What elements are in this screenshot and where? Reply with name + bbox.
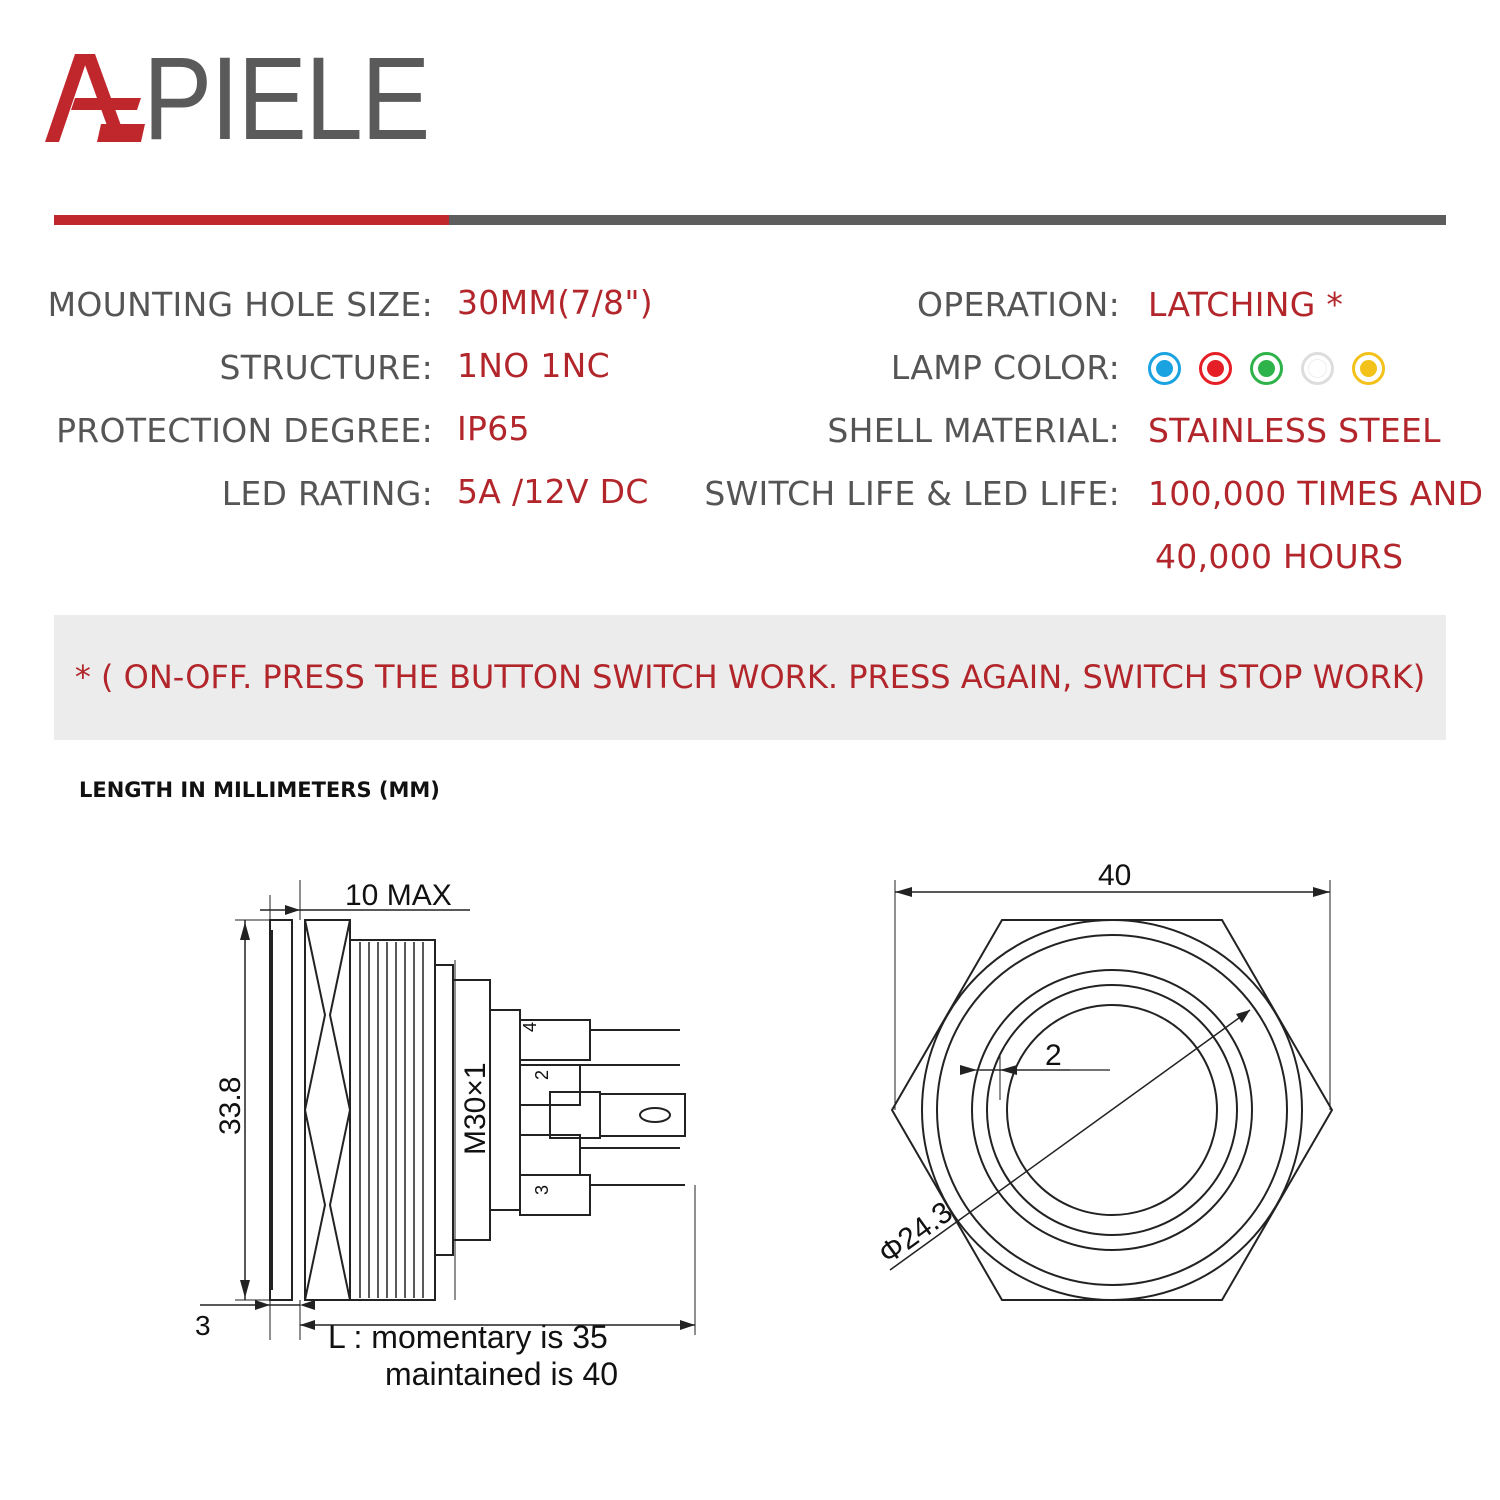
pin-label-3: 3	[532, 1185, 552, 1195]
pin-label-4: 4	[520, 1022, 540, 1032]
dim-33-8: 33.8	[214, 1077, 247, 1135]
spec-value-led-rating: 5A /12V DC	[457, 472, 649, 511]
spec-label-mounting-hole: MOUNTING HOLE SIZE:	[47, 285, 433, 324]
pin-label-2: 2	[532, 1070, 552, 1080]
lamp-color-green	[1250, 352, 1283, 385]
spec-label-protection: PROTECTION DEGREE:	[56, 411, 433, 450]
spec-value-shell-material: STAINLESS STEEL	[1148, 411, 1441, 450]
spec-value-life-line1: 100,000 TIMES AND	[1148, 474, 1484, 513]
side-view-drawing: 10 MAX 33.8 M30×1 3 L : momentary is 35 …	[195, 879, 696, 1392]
spec-label-led-rating: LED RATING:	[221, 474, 433, 513]
dim-10-max: 10 MAX	[345, 879, 452, 912]
lamp-color-blue	[1148, 352, 1181, 385]
note-panel	[54, 615, 1446, 740]
lamp-color-swatches	[1148, 352, 1408, 388]
length-note-line2: maintained is 40	[385, 1356, 618, 1392]
lamp-color-red	[1199, 352, 1232, 385]
spec-label-operation: OPERATION:	[917, 285, 1120, 324]
spec-value-life-line2: 40,000 HOURS	[1155, 537, 1404, 576]
spec-label-lamp-color: LAMP COLOR:	[890, 348, 1120, 387]
brand-logo-mark	[45, 54, 145, 142]
spec-value-structure: 1NO 1NC	[457, 346, 610, 385]
spec-value-protection: IP65	[457, 409, 530, 448]
spec-label-shell-material: SHELL MATERIAL:	[827, 411, 1120, 450]
brand-logo-text: PIELE	[143, 33, 430, 165]
dim-diameter: Φ24.3	[873, 1196, 959, 1271]
dim-2: 2	[1045, 1039, 1062, 1072]
dim-3: 3	[195, 1310, 211, 1341]
thread-spec: M30×1	[459, 1062, 492, 1155]
spec-label-life: SWITCH LIFE & LED LIFE:	[704, 474, 1120, 513]
front-view-drawing: 40 2 Φ24.3	[873, 860, 1334, 1301]
units-label: LENGTH IN MILLIMETERS (MM)	[79, 778, 440, 802]
header-divider-red	[54, 215, 449, 225]
dim-40: 40	[1098, 860, 1131, 892]
header-divider-grey	[449, 215, 1446, 225]
lamp-color-yellow	[1352, 352, 1385, 385]
lamp-color-white	[1301, 352, 1334, 385]
length-note-line1: L : momentary is 35	[328, 1319, 608, 1355]
spec-label-structure: STRUCTURE:	[219, 348, 433, 387]
operation-note: * ( ON-OFF. PRESS THE BUTTON SWITCH WORK…	[74, 658, 1426, 696]
spec-value-mounting-hole: 30MM(7/8")	[457, 283, 653, 322]
spec-value-operation: LATCHING *	[1148, 285, 1344, 324]
